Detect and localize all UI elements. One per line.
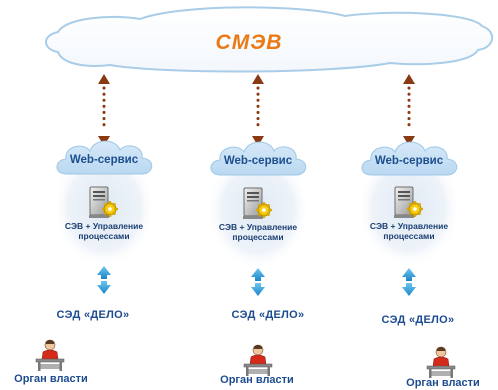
server-label-3: СЭВ + Управление процессами [369, 221, 449, 241]
sed-label-3: СЭД «ДЕЛО» [381, 314, 455, 326]
link-3-arrow-up [403, 74, 415, 84]
authority-label-2: Орган власти [220, 374, 294, 386]
authority-label-3: Орган власти [406, 377, 480, 389]
web-service-label-1: Web-сервис [69, 154, 139, 166]
link-2-arrow-down [252, 136, 264, 146]
person-at-desk-icon-3 [426, 346, 456, 379]
sync-arrow-icon-3 [402, 268, 416, 296]
link-3-arrow-down [403, 136, 415, 146]
person-at-desk-icon-1 [35, 339, 65, 372]
sync-arrow-icon-2 [251, 268, 265, 296]
sed-label-1: СЭД «ДЕЛО» [56, 309, 130, 321]
link-2-arrow-up [252, 74, 264, 84]
smev-cloud [45, 6, 493, 73]
web-service-label-2: Web-сервис [223, 155, 293, 167]
person-at-desk-icon-2 [243, 344, 273, 377]
web-service-label-3: Web-сервис [374, 155, 444, 167]
smev-label: СМЭВ [215, 31, 283, 54]
link-1-arrow-up [98, 74, 110, 84]
sed-label-2: СЭД «ДЕЛО» [231, 309, 305, 321]
server-label-2: СЭВ + Управление процессами [218, 222, 298, 242]
server-label-1: СЭВ + Управление процессами [64, 221, 144, 241]
authority-label-1: Орган власти [14, 373, 88, 385]
sync-arrow-icon-1 [97, 266, 111, 294]
